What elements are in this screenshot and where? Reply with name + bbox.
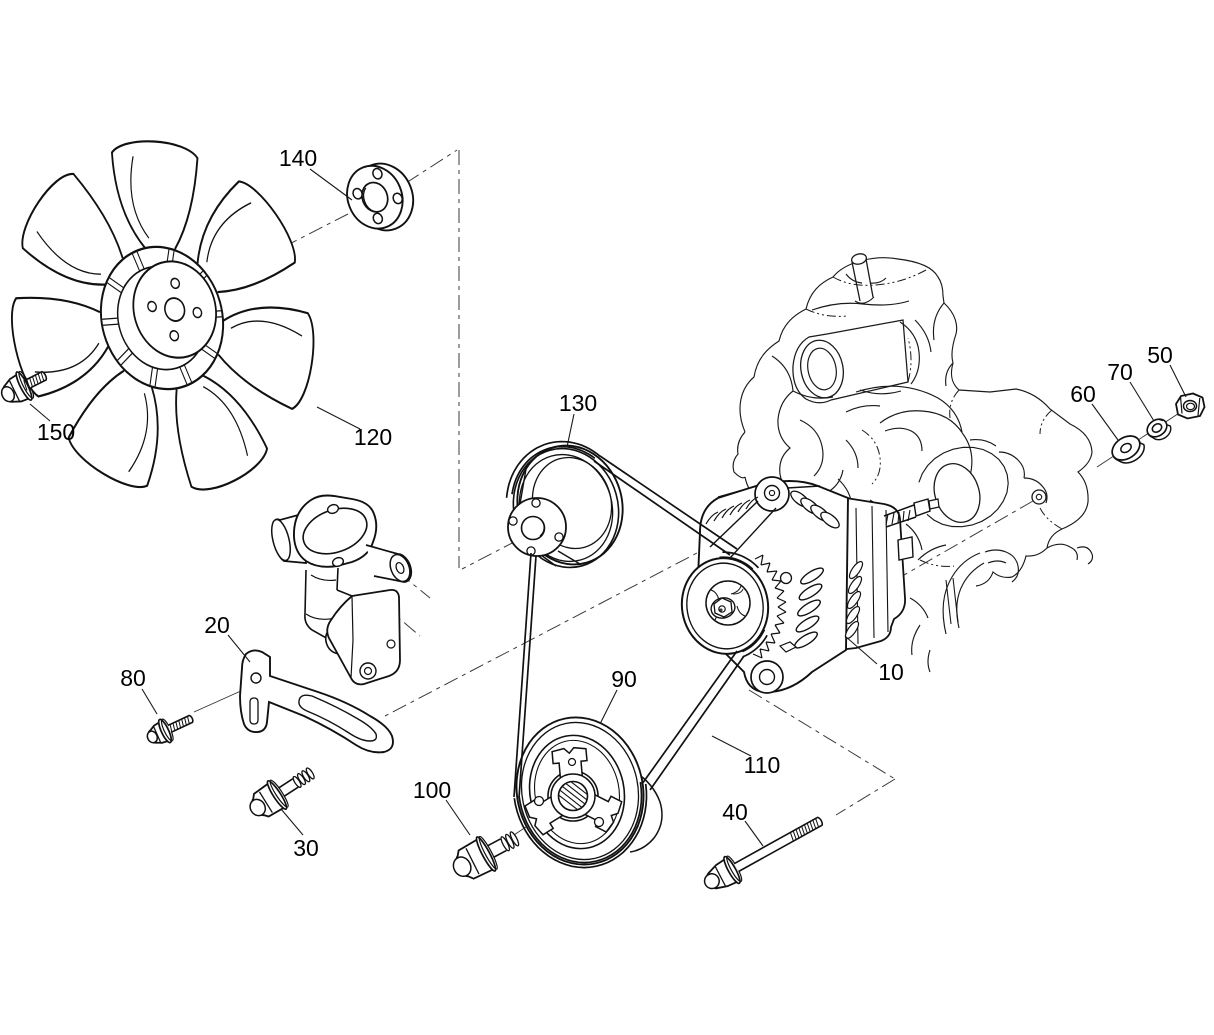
svg-text:50: 50 <box>1147 342 1173 368</box>
svg-text:100: 100 <box>413 777 451 803</box>
svg-text:120: 120 <box>354 424 392 450</box>
svg-text:40: 40 <box>722 799 748 825</box>
svg-text:90: 90 <box>611 666 637 692</box>
svg-text:150: 150 <box>37 419 75 445</box>
svg-text:60: 60 <box>1070 381 1096 407</box>
svg-text:30: 30 <box>293 835 319 861</box>
svg-text:10: 10 <box>878 659 904 685</box>
svg-text:70: 70 <box>1107 359 1133 385</box>
svg-text:110: 110 <box>744 752 781 778</box>
svg-text:20: 20 <box>204 612 230 638</box>
svg-text:80: 80 <box>120 665 146 691</box>
svg-text:130: 130 <box>559 390 597 416</box>
svg-text:140: 140 <box>279 145 317 171</box>
